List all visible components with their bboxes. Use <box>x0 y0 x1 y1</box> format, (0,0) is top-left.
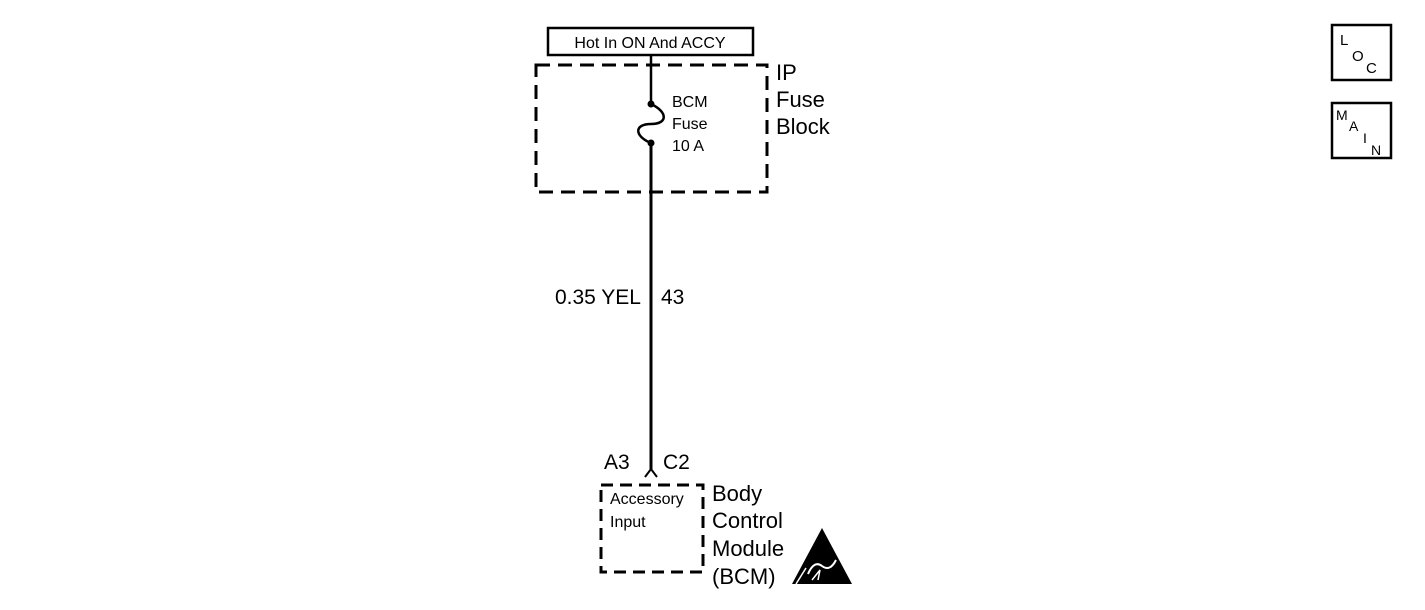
bcm-name-line-3: Module <box>712 536 784 561</box>
fuse-block-name-line-1: IP <box>776 60 797 85</box>
esd-sensitive-icon <box>792 528 852 585</box>
fuse-label-line-1: BCM <box>672 94 708 111</box>
bcm-outline <box>599 483 705 574</box>
bcm-name-line-1: Body <box>712 481 762 506</box>
fuse-block-name-line-2: Fuse <box>776 87 825 112</box>
main-letter-a: A <box>1349 118 1359 134</box>
bcm-name-line-4: (BCM) <box>712 564 776 589</box>
bcm-fuse-symbol <box>637 100 665 147</box>
bcm-input-line-2: Input <box>610 514 646 531</box>
bcm-input-line-1: Accessory <box>610 491 684 508</box>
connector-pin-right: C2 <box>663 451 690 474</box>
bcm-fuse-label: BCM Fuse 10 A <box>672 94 708 155</box>
main-button[interactable]: M A I N <box>1330 101 1393 160</box>
power-source-label: Hot In ON And ACCY <box>546 26 755 57</box>
fuse-block-name-line-3: Block <box>776 114 831 139</box>
fuse-label-line-3: 10 A <box>672 138 704 155</box>
loc-button[interactable]: L O C <box>1330 23 1393 82</box>
bcm-name-line-2: Control <box>712 508 783 533</box>
loc-letter-c: C <box>1366 60 1377 77</box>
main-letter-n: N <box>1371 142 1381 158</box>
main-letter-i: I <box>1363 130 1367 146</box>
bcm-name: Body Control Module (BCM) <box>712 481 784 589</box>
fuse-label-line-2: Fuse <box>672 116 708 133</box>
wire-spec-label: 0.35 YEL <box>555 286 641 309</box>
wire-circuit-number: 43 <box>661 286 684 309</box>
loc-letter-o: O <box>1352 48 1364 65</box>
power-source-text: Hot In ON And ACCY <box>574 35 726 52</box>
loc-letter-l: L <box>1340 32 1348 49</box>
connector-pin-left: A3 <box>604 451 630 474</box>
connector-symbol <box>644 467 658 478</box>
ip-fuse-block-name: IP Fuse Block <box>776 60 831 139</box>
main-letter-m: M <box>1336 107 1348 123</box>
